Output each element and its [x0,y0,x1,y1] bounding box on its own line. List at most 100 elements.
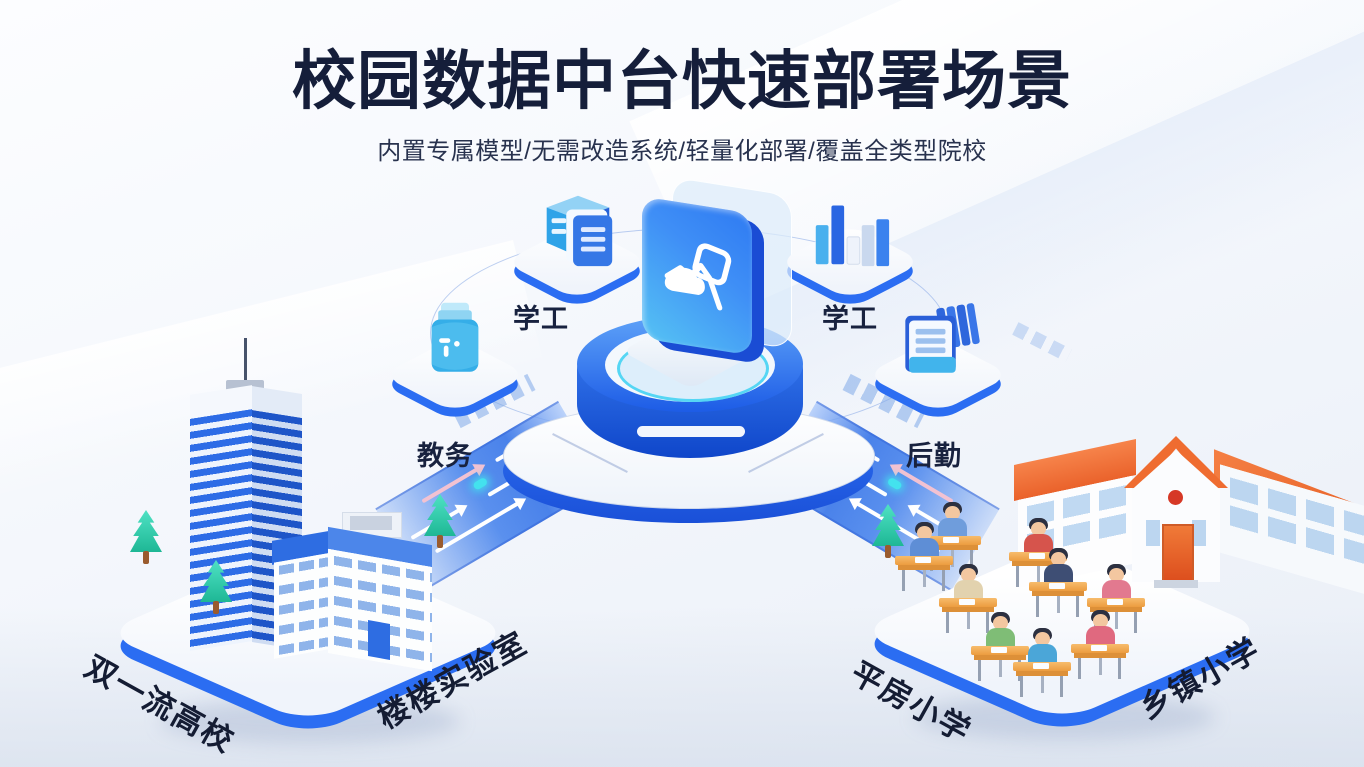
tree [130,510,162,566]
hub-pedestal-slot [637,426,745,437]
chair-leg [967,612,970,629]
student-head [945,506,960,520]
tree-foliage [424,494,456,536]
student-at-desk [895,522,957,594]
desk-paper [915,557,931,563]
gable-window [1192,520,1206,546]
student-body [1102,580,1131,602]
hub-data-panel-tile [642,196,752,356]
desk-front [1074,653,1126,658]
desk-front [974,655,1026,660]
desk-paper [991,647,1007,653]
desk-paper [1049,583,1065,589]
student-body [910,538,939,560]
desk-leg [1060,676,1063,697]
desk-front [1090,607,1142,612]
cloud-data-chart-icon [664,243,732,311]
student-body [1086,626,1115,648]
desk-front [898,565,950,570]
satellite-label-student-affairs-right: 学工 [822,304,878,334]
desk-leg [1020,676,1023,697]
tree-foliage [130,510,162,552]
student-head [993,616,1008,630]
desk-paper [959,599,975,605]
student-body [954,580,983,602]
rooftop-hut-panel [350,516,392,530]
school-emblem [1168,490,1183,505]
student-at-desk [939,564,1001,636]
desk-leg [978,660,981,681]
student-at-desk [1029,548,1091,620]
chair-leg [999,660,1002,677]
lab-face [274,553,328,659]
desk-leg [1036,596,1039,617]
satellite-label-logistics: 后勤 [906,441,962,471]
lab-door [368,620,390,660]
desk-paper [1029,553,1045,559]
student-body [1024,534,1053,556]
desk-leg [1118,658,1121,679]
page-title: 校园数据中台快速部署场景 [292,45,1072,117]
student-head [1035,632,1050,646]
student-body [938,518,967,540]
desk-leg [942,570,945,591]
desk-leg [1016,566,1019,587]
school-door [1162,524,1194,582]
tree [200,560,232,616]
tree-trunk [213,601,219,614]
student-head [917,526,932,540]
server-document-icon [546,195,613,267]
document-binder-icon [905,303,980,373]
school-face-right [1220,464,1364,604]
student-head [961,568,976,582]
desk-leg [902,570,905,591]
page-subtitle: 内置专属模型/无需改造系统/轻量化部署/覆盖全类型院校 [377,138,987,165]
chair-leg [1057,596,1060,613]
tree-trunk [885,545,891,558]
student-head [1051,552,1066,566]
tree-trunk [437,535,443,548]
desk-leg [1078,658,1081,679]
lab-building [272,512,442,672]
tree-foliage [200,560,232,602]
desk-front [1032,591,1084,596]
satellite-label-academic-affairs: 教务 [417,441,473,471]
school-step [1154,580,1198,588]
desk-front [942,607,994,612]
tree-trunk [143,551,149,564]
desk-paper [943,537,959,543]
gable-window [1146,520,1160,546]
desk-front [1012,561,1064,566]
student-body [1028,644,1057,666]
student-body [1044,564,1073,586]
desk-front [926,545,978,550]
desk-leg [946,612,949,633]
desk-leg [1134,612,1137,633]
glow-dot [886,476,903,491]
chair-leg [923,570,926,587]
desk-front [1016,671,1068,676]
desk-leg [970,550,973,571]
desk-leg [986,612,989,633]
bar-chart-icon [815,205,890,267]
desk-paper [1033,663,1049,669]
student-head [1109,568,1124,582]
student-head [1093,614,1108,628]
chair-leg [1037,566,1040,583]
student-at-desk [923,502,985,574]
student-head [1031,522,1046,536]
data-dashes-decor [1012,322,1072,362]
desk-leg [1076,596,1079,617]
student-body [986,628,1015,650]
student-at-desk [1071,610,1133,682]
chair-leg [1115,612,1118,629]
tree [424,494,456,550]
satellite-label-student-affairs-left: 学工 [513,304,569,334]
student-at-desk [1013,628,1075,700]
desk-paper [1091,645,1107,651]
terminal-box-icon [431,302,479,372]
chair-leg [1099,658,1102,675]
desk-paper [1107,599,1123,605]
student-at-desk [1009,518,1071,590]
